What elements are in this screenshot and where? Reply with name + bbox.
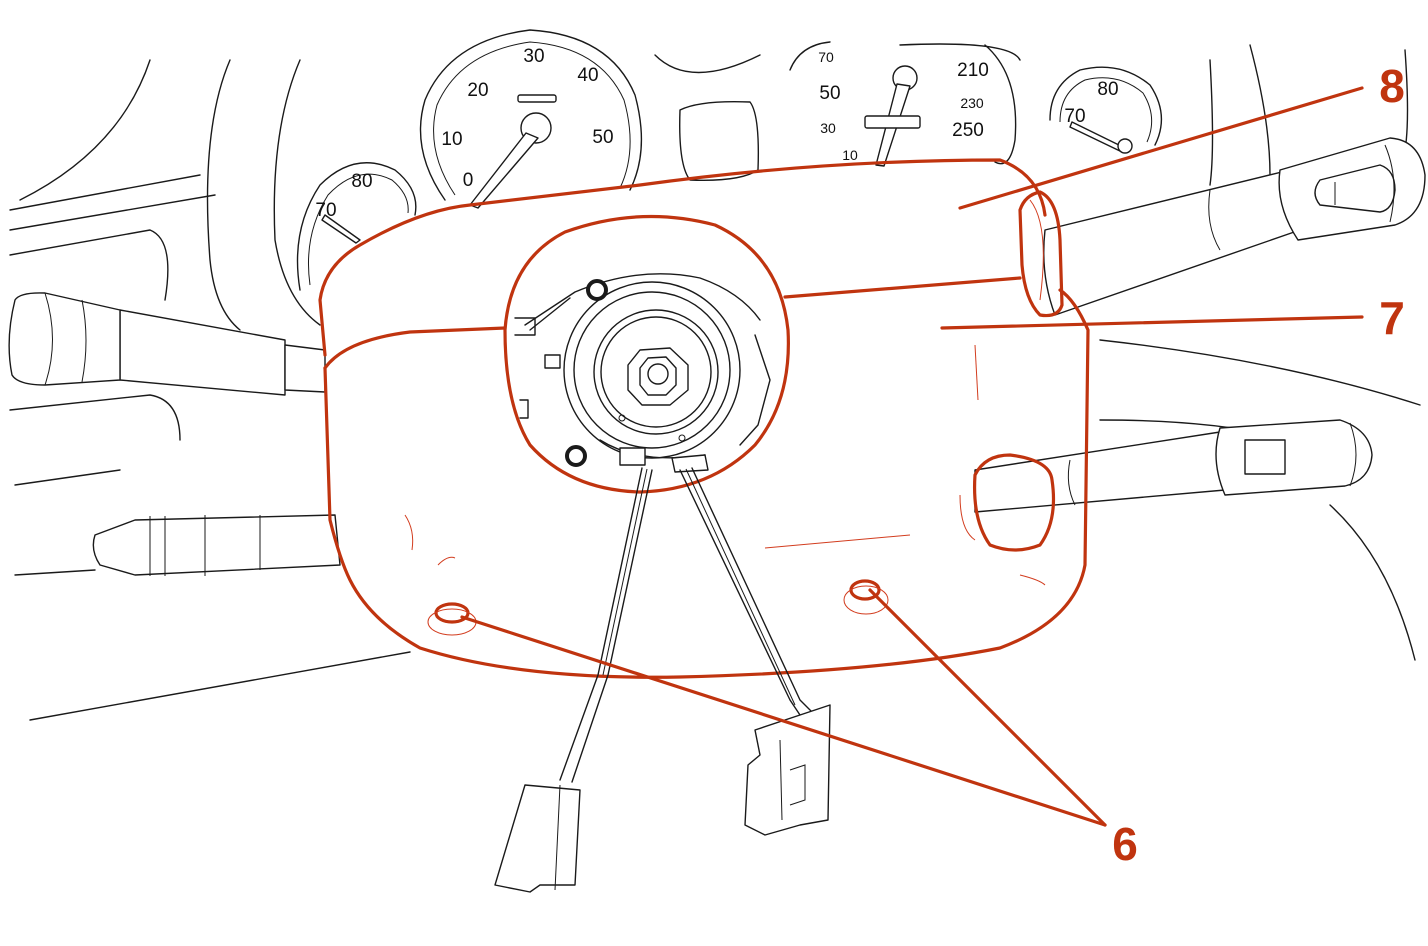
- stalk-switch-opening-upper: [1018, 190, 1064, 318]
- clock-spring-assembly: [503, 214, 790, 494]
- speedo-label-50: 50: [592, 127, 613, 148]
- clock-spring-screw-bottom: [565, 445, 587, 467]
- tacho-label-230: 230: [960, 95, 984, 111]
- speedo-label-20: 20: [467, 80, 488, 101]
- connector-right: [744, 704, 831, 836]
- tacho-label-250: 250: [952, 120, 984, 141]
- lower-shroud-outline: [323, 288, 1090, 679]
- speedo-label-30: 30: [523, 46, 544, 67]
- left-small-gauge: 70 80: [296, 162, 417, 291]
- steering-column-shroud: [318, 158, 1090, 679]
- speedo-label-0: 0: [463, 170, 474, 191]
- connector-left: [494, 784, 581, 893]
- screw-hole-left: [434, 602, 470, 624]
- tacho-label-50: 50: [819, 83, 840, 104]
- callout-8: 8: [1379, 60, 1405, 112]
- upper-shroud-outline: [318, 158, 1047, 357]
- tacho-label-10: 10: [842, 147, 858, 163]
- speedo-label-40: 40: [577, 65, 598, 86]
- stalk-switch-opening-lower: [972, 453, 1056, 552]
- callout-7: 7: [1379, 292, 1405, 344]
- tacho-label-210: 210: [957, 60, 989, 81]
- left-upper-stalk: [8, 292, 326, 396]
- tachometer-gauge: 10 30 50 70 210 230 250: [789, 41, 1017, 167]
- speedo-label-10: 10: [441, 129, 462, 150]
- speedometer-gauge: 0 10 20 30 40 50: [419, 29, 643, 209]
- leader-6-right: [868, 588, 1107, 827]
- dashboard-outline: [9, 43, 1421, 721]
- leader-6-left: [460, 615, 1107, 827]
- shroud-split-line: [323, 326, 507, 370]
- wiring-harness-left: [494, 467, 653, 893]
- tacho-label-70: 70: [818, 49, 834, 65]
- right-gauge-label-70: 70: [1064, 106, 1085, 127]
- leader-8: [958, 86, 1364, 210]
- clock-spring-outline: [503, 214, 790, 494]
- left-gauge-label-80: 80: [351, 171, 372, 192]
- left-gauge-label-70: 70: [315, 200, 336, 221]
- right-upper-stalk: [1043, 137, 1426, 316]
- tacho-label-30: 30: [820, 120, 836, 136]
- clock-spring-screw-top: [586, 279, 608, 301]
- right-lower-stalk: [974, 419, 1373, 513]
- wiring-harness-right: [679, 467, 831, 836]
- right-small-gauge: 70 80: [1049, 66, 1163, 154]
- left-lower-stalk: [92, 514, 341, 576]
- right-gauge-label-80: 80: [1097, 79, 1118, 100]
- callout-leaders: [460, 86, 1364, 827]
- leader-7: [940, 315, 1364, 330]
- callout-6: 6: [1112, 818, 1138, 870]
